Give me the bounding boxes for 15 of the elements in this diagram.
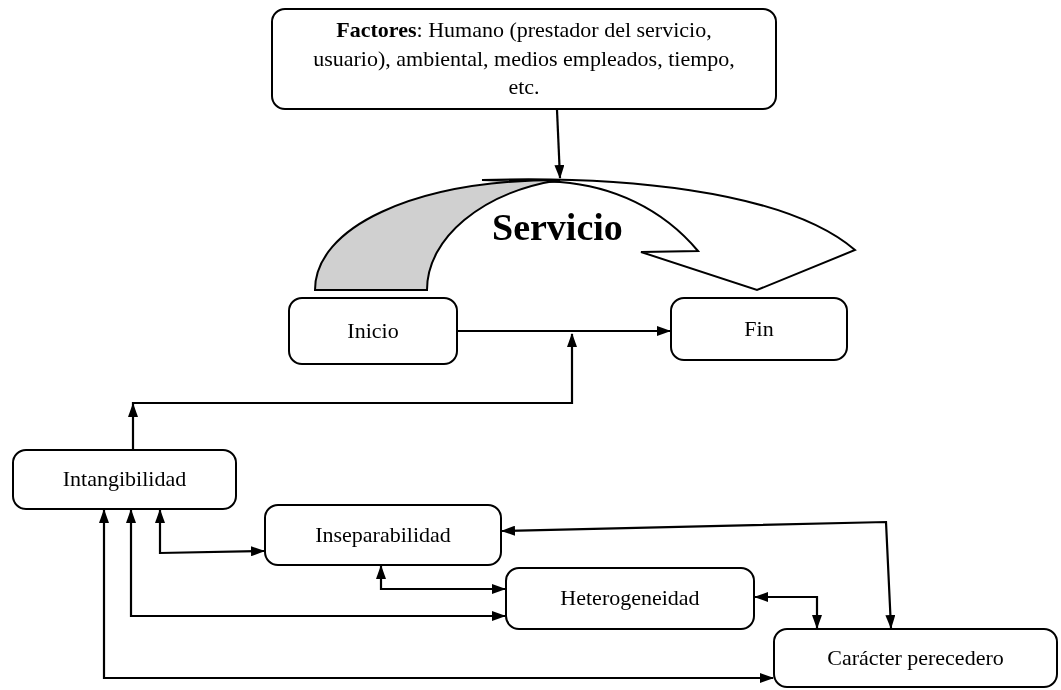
rounded-box [505,567,755,630]
box-label: Inseparabilidad [315,520,451,549]
rounded-box [670,297,848,361]
rounded-box [773,628,1058,688]
rounded-box [12,449,237,510]
rounded-box [271,8,777,110]
box-label: Fin [744,314,774,343]
rounded-box [264,504,502,566]
rounded-box [288,297,458,365]
box-label: Factores: Humano (prestador del servicio, usuario), ambiental, medios empleados, tiempo, etc. [312,16,736,102]
box-label: Heterogeneidad [560,584,700,613]
box-label: Intangibilidad [62,465,187,494]
box-label: Inicio [347,316,399,345]
shape-label: Servicio [492,208,623,246]
box-label: Carácter perecedero [827,643,1004,672]
